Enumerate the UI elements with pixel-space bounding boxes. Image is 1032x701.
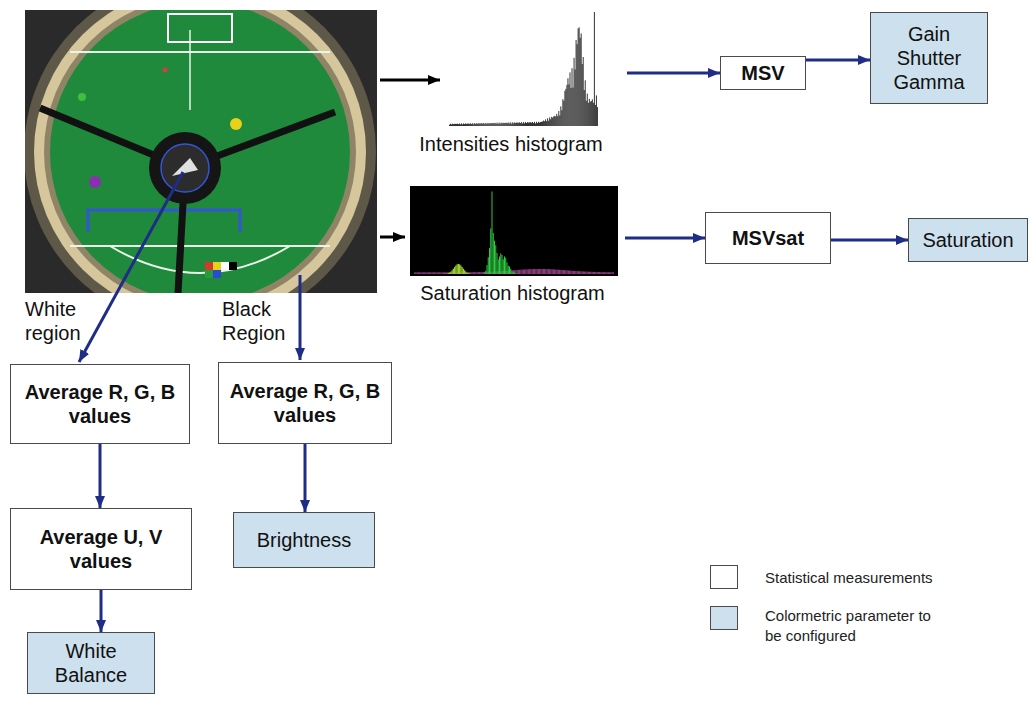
parameter-box: Brightness xyxy=(233,512,375,568)
legend-text: Statistical measurements xyxy=(765,568,933,588)
flow-arrow xyxy=(304,444,307,512)
flow-arrow xyxy=(806,59,870,62)
histogram-graphic xyxy=(445,8,605,128)
flow-arrow xyxy=(627,72,720,75)
measurement-box: MSVsat xyxy=(705,212,831,264)
box-text: Average U, V values xyxy=(17,525,185,573)
flow-arrow xyxy=(99,444,102,508)
legend-swatch xyxy=(710,606,738,630)
flow-arrow xyxy=(831,239,908,242)
box-text: Average R, G, B values xyxy=(225,379,385,427)
histogram-caption: Intensities histogram xyxy=(395,132,627,156)
region-label: White region xyxy=(25,297,97,345)
measurement-box: MSV xyxy=(720,56,806,90)
box-text: White Balance xyxy=(35,639,147,687)
measurement-box: Average U, V values xyxy=(10,508,192,590)
histogram-panel: Intensities histogram xyxy=(395,8,627,158)
box-text: MSVsat xyxy=(732,226,804,250)
box-text: Gain Shutter Gamma xyxy=(879,22,979,94)
box-text: Brightness xyxy=(257,528,352,552)
parameter-box: Saturation xyxy=(908,218,1028,262)
camera-photo xyxy=(25,10,377,293)
histogram-panel: Saturation histogram xyxy=(400,183,625,307)
photo-arrows xyxy=(79,80,440,362)
flow-arrow xyxy=(100,590,103,632)
box-text: Average R, G, B values xyxy=(17,380,183,428)
measurement-box: Average R, G, B values xyxy=(10,364,190,444)
parameter-box: Gain Shutter Gamma xyxy=(870,12,988,104)
histogram-graphic xyxy=(410,186,618,276)
box-text: MSV xyxy=(741,61,784,85)
histogram-caption: Saturation histogram xyxy=(400,281,625,305)
legend-text: Colormetric parameter to be configured xyxy=(765,606,945,645)
measurement-box: Average R, G, B values xyxy=(218,362,392,444)
box-text: Saturation xyxy=(922,228,1013,252)
legend-swatch xyxy=(710,565,738,589)
flow-arrow xyxy=(625,237,705,240)
region-label: Black Region xyxy=(222,297,294,345)
parameter-box: White Balance xyxy=(27,632,155,694)
